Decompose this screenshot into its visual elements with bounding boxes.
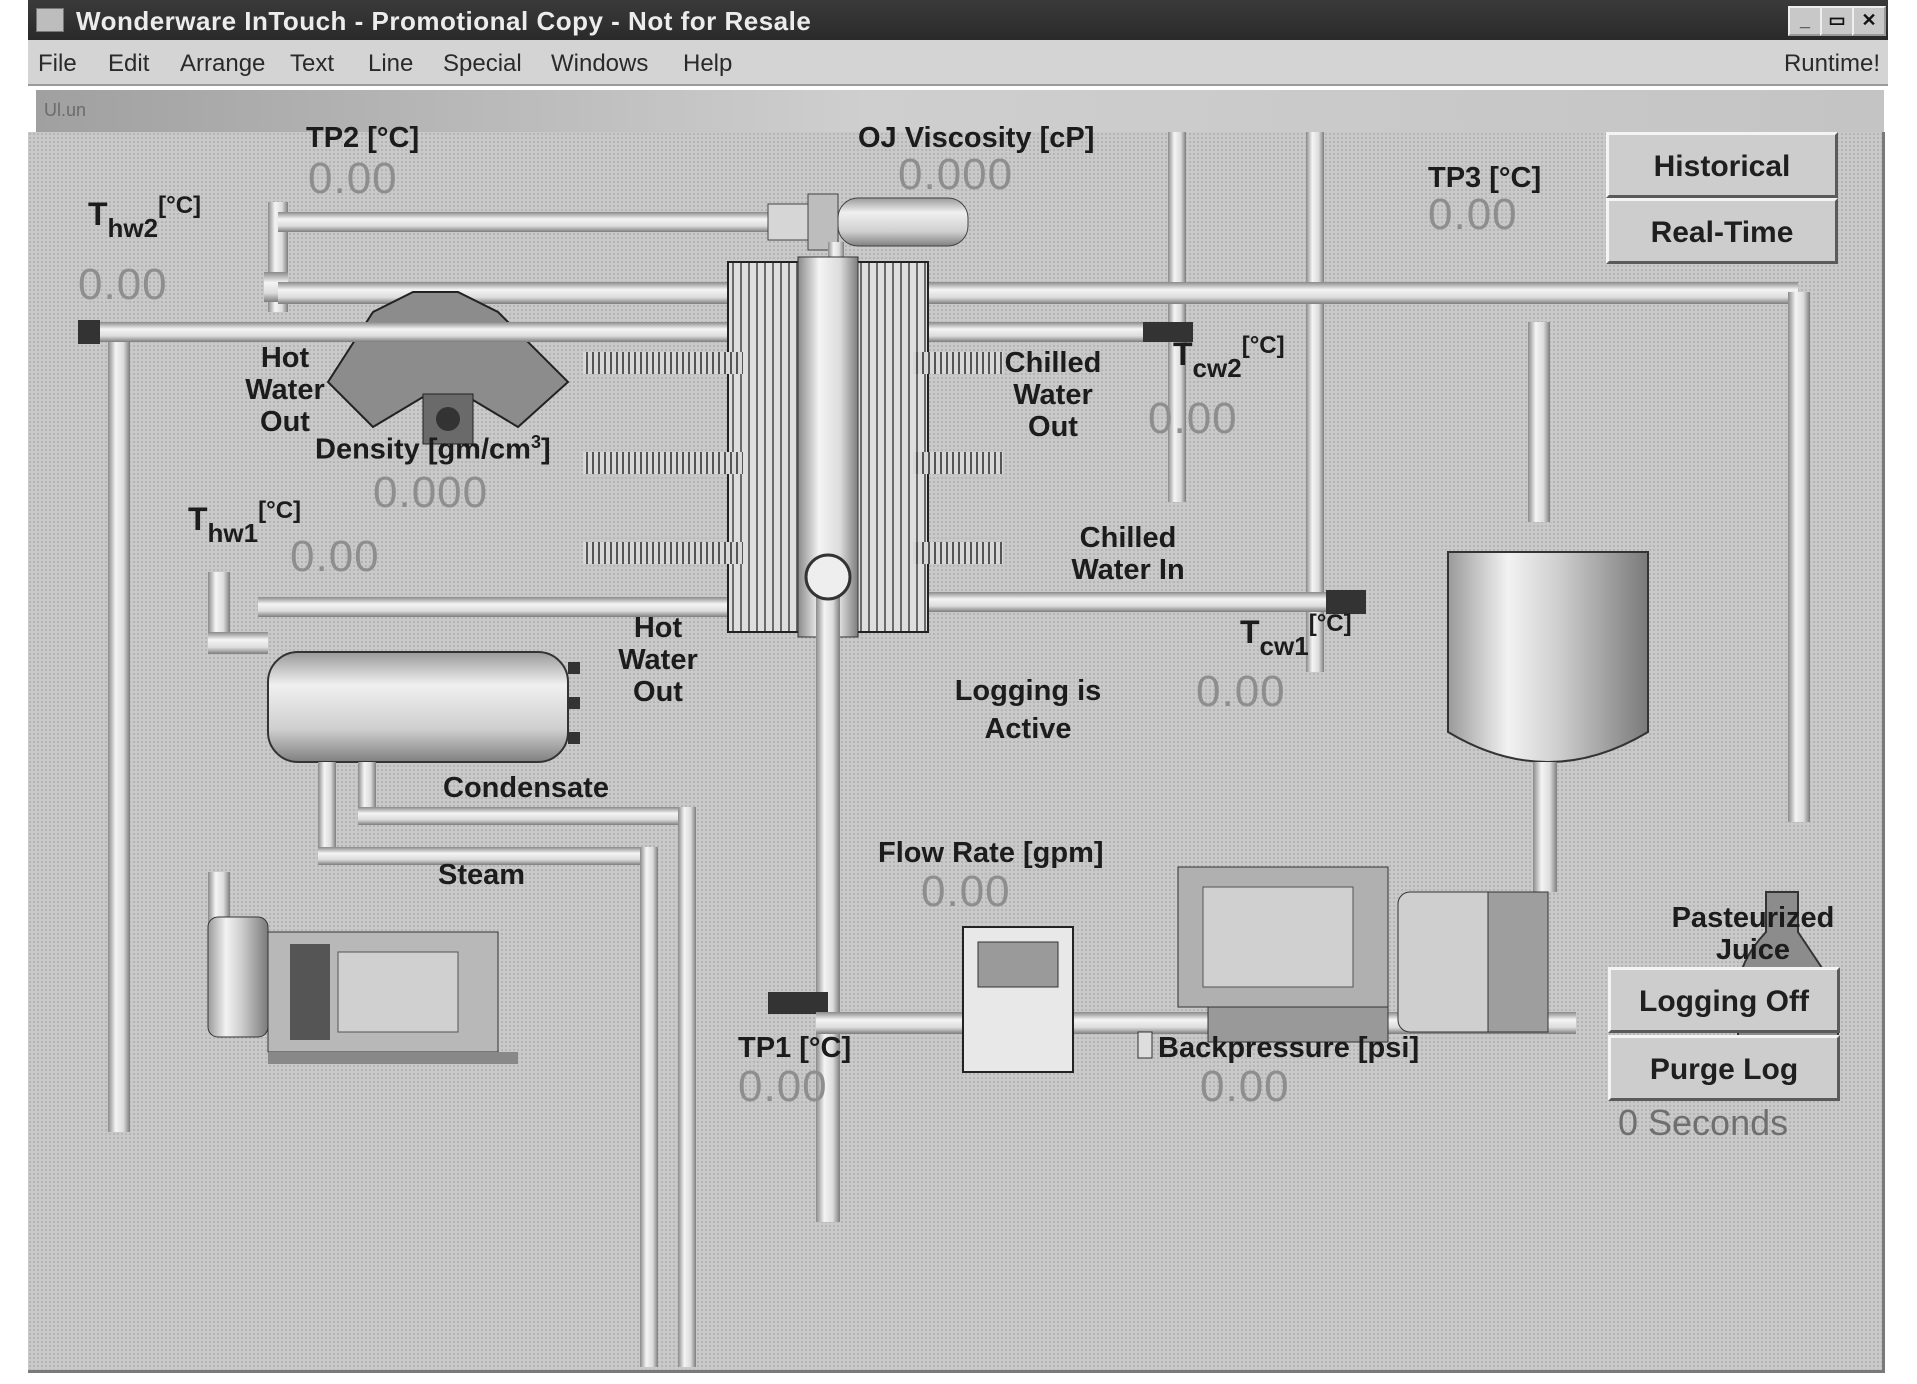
menu-edit[interactable]: Edit (108, 50, 150, 77)
pipe (908, 282, 1468, 304)
menu-bar: File Edit Arrange Text Line Special Wind… (28, 40, 1888, 86)
pasteurizer-schematic (78, 132, 1839, 1367)
hot-water-pump (207, 916, 269, 1038)
historical-button[interactable]: Historical (1606, 132, 1838, 198)
tcw1-label: Tcw1[°C] (1240, 610, 1352, 661)
restore-button[interactable]: ▭ (1820, 6, 1854, 36)
backpressure-label: Backpressure [psi] (1158, 1032, 1420, 1064)
oj-viscosity-value: 0.000 (898, 150, 1014, 199)
pipe (1168, 132, 1186, 502)
pipe (908, 592, 1328, 612)
steam-pipe (318, 847, 648, 865)
menu-file[interactable]: File (38, 50, 77, 77)
window-title: Wonderware InTouch - Promotional Copy - … (76, 6, 812, 36)
condensate-pipe (358, 807, 688, 825)
flow-rate-value: 0.00 (921, 867, 1011, 916)
logging-off-button[interactable]: Logging Off (1608, 967, 1840, 1033)
feed-tank (1447, 551, 1649, 763)
thw2-value: 0.00 (78, 260, 168, 309)
tp3-label: TP3 [°C] (1428, 162, 1542, 194)
pipe (88, 322, 758, 342)
thw2-label: Thw2[°C] (88, 192, 202, 243)
density-value: 0.000 (373, 468, 489, 517)
tie-rod (583, 352, 743, 374)
intouch-window: Wonderware InTouch - Promotional Copy - … (28, 0, 1888, 1384)
tp2-value: 0.00 (308, 154, 398, 203)
steam-label: Steam (438, 859, 526, 891)
menu-windows[interactable]: Windows (551, 50, 649, 77)
pipe (258, 597, 758, 617)
pipe (1468, 282, 1798, 304)
title-bar: Wonderware InTouch - Promotional Copy - … (28, 0, 1888, 40)
backpressure-value: 0.00 (1200, 1062, 1290, 1111)
process-diagram: TP2 [°C] 0.00 OJ Viscosity [cP] 0.000 TP… (28, 122, 1885, 1373)
flow-rate-label: Flow Rate [gpm] (878, 837, 1104, 869)
condensate-label: Condensate (443, 772, 609, 804)
thw1-label: Thw1[°C] (188, 497, 302, 548)
pipe (908, 322, 1158, 342)
thw1-value: 0.00 (290, 532, 380, 581)
real-time-button[interactable]: Real-Time (1606, 198, 1838, 264)
app-icon (36, 8, 64, 32)
runtime-menu[interactable]: Runtime! (1783, 50, 1880, 77)
menu-special[interactable]: Special (443, 50, 522, 77)
pipe (278, 282, 748, 304)
subtitle-text: Ul.un (44, 100, 87, 120)
window-subtitle-bar: Ul.un (36, 90, 1884, 132)
oj-viscosity-label: OJ Viscosity [cP] (858, 122, 1095, 154)
close-button[interactable]: ✕ (1852, 6, 1886, 36)
tp1-label: TP1 [°C] (738, 1032, 852, 1064)
viscometer (837, 197, 969, 247)
density-label: Density [gm/cm3] (315, 432, 551, 466)
purge-log-button[interactable]: Purge Log (1608, 1035, 1840, 1101)
menu-help[interactable]: Help (683, 50, 733, 77)
steam-heater (267, 651, 569, 763)
minimize-button[interactable]: _ (1788, 6, 1822, 36)
pipe (278, 212, 768, 232)
pipe (816, 572, 840, 1222)
menu-text[interactable]: Text (290, 50, 335, 77)
menu-line[interactable]: Line (368, 50, 414, 77)
tp1-value: 0.00 (738, 1062, 828, 1111)
pipe (108, 342, 130, 1132)
viscometer-body (767, 203, 809, 241)
pipe (1788, 292, 1810, 822)
tcw2-label: Tcw2[°C] (1173, 332, 1285, 383)
menu-arrange[interactable]: Arrange (180, 50, 266, 77)
pipe (1306, 132, 1324, 672)
tcw2-value: 0.00 (1148, 394, 1238, 443)
log-timer: 0 Seconds (1618, 1102, 1789, 1143)
pipe (1528, 322, 1550, 522)
tp3-value: 0.00 (1428, 190, 1518, 239)
tcw1-value: 0.00 (1196, 667, 1286, 716)
tp2-label: TP2 [°C] (306, 122, 420, 154)
